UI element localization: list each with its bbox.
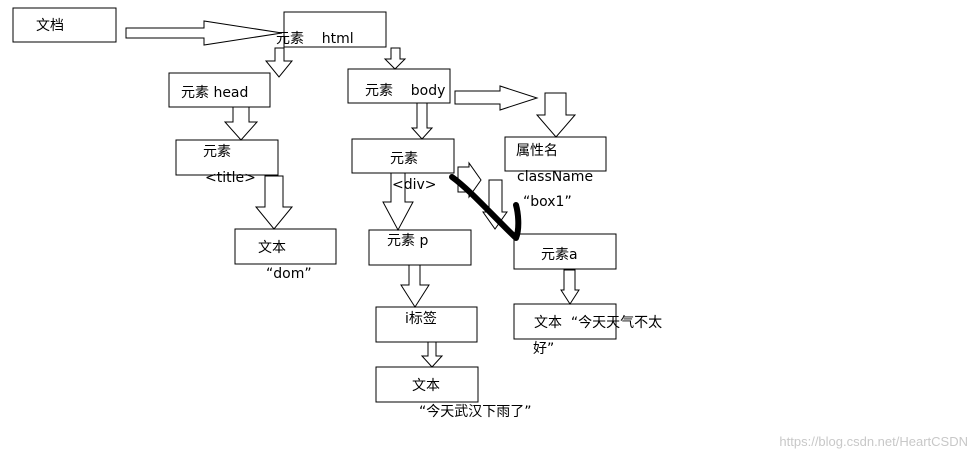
text-a-cont-label: 好”	[533, 341, 554, 357]
body-label: 元素 body	[365, 83, 445, 99]
i-box	[375, 306, 478, 343]
div-tag-label: <div>	[392, 177, 437, 193]
text-a-box	[513, 303, 617, 340]
text-i-box	[375, 366, 479, 403]
arrow-down-icon	[383, 47, 407, 70]
arrow-right-icon	[125, 20, 283, 46]
document-box	[12, 7, 117, 43]
text-a-label: 文本 “今天天气不太	[534, 315, 662, 331]
arrow-down-icon	[264, 47, 294, 78]
arrow-down-icon	[223, 106, 259, 141]
title-elem-label: 元素	[203, 144, 231, 160]
attr-name-label: 属性名	[516, 143, 558, 159]
a-elem-label: 元素a	[541, 247, 578, 263]
arrow-down-icon	[535, 92, 577, 138]
arrow-down-icon	[382, 172, 414, 232]
p-box	[368, 229, 472, 266]
arrow-right-icon	[454, 85, 539, 111]
a-box	[513, 233, 617, 270]
html-box	[283, 11, 387, 48]
freehand-connector-line	[449, 174, 522, 241]
text-i-label: 文本	[412, 378, 440, 394]
div-elem-label: 元素	[390, 151, 418, 167]
arrow-down-icon	[560, 269, 580, 305]
title-tag-label: <title>	[205, 170, 256, 186]
title-box	[175, 139, 279, 176]
i-tag-label: i标签	[405, 310, 437, 327]
text-dom-value: “dom”	[266, 266, 312, 282]
arrow-down-icon	[420, 341, 444, 368]
watermark: https://blog.csdn.net/HeartCSDN	[779, 434, 968, 449]
attr-value-label: “box1”	[523, 194, 572, 210]
arrow-down-icon	[254, 175, 294, 230]
attr-classname-label: className	[517, 169, 593, 185]
document-label: 文档	[36, 18, 64, 34]
p-elem-label: 元素 p	[387, 233, 428, 249]
html-label: 元素 html	[276, 31, 354, 47]
arrow-down-icon	[410, 102, 434, 140]
arrow-down-icon	[400, 264, 430, 308]
head-label: 元素 head	[181, 85, 248, 101]
body-box	[347, 68, 451, 104]
text-dom-box	[234, 228, 337, 265]
head-box	[168, 72, 271, 108]
text-dom-label: 文本	[258, 240, 286, 256]
attr-box	[504, 136, 607, 172]
text-i-value: “今天武汉下雨了”	[419, 404, 532, 420]
